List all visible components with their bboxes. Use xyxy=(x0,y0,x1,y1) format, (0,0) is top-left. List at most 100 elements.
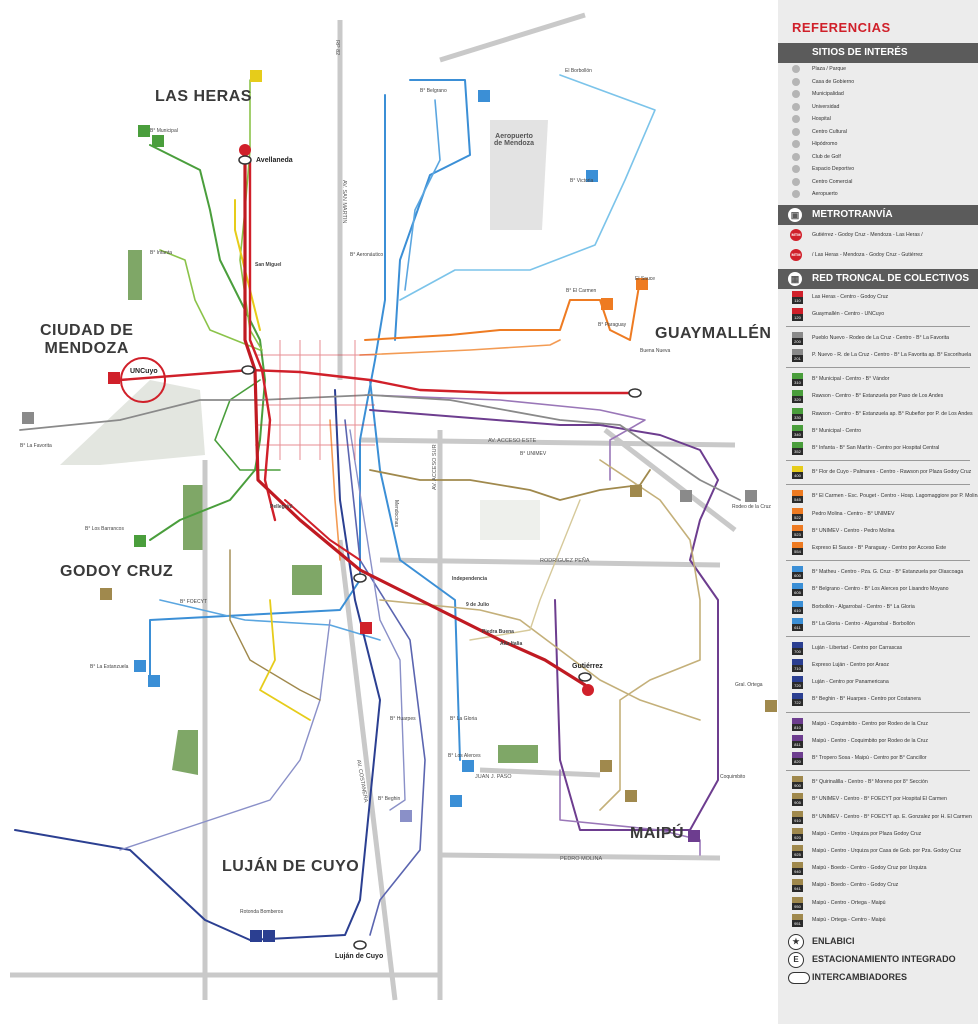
place-label: B° Infanta xyxy=(150,250,172,256)
route-swatch: 610 xyxy=(792,600,803,614)
route-code: 120 xyxy=(792,313,803,321)
transit-map[interactable]: AV. ACCESO ESTE RODRIGUEZ PEÑA PEDRO MOL… xyxy=(0,0,778,1024)
place-label: Coquimbito xyxy=(720,774,746,780)
interchange-marker[interactable] xyxy=(238,155,252,165)
route-item[interactable]: 201 P. Nuevo - R. de La Cruz - Centro - B… xyxy=(778,347,978,364)
route-label: Rawson - Centro - B° Estanzuela por Paso… xyxy=(812,393,944,400)
sitio-item: Hospital xyxy=(778,113,978,126)
interchange-marker[interactable] xyxy=(578,672,592,682)
route-label: B° UNIMEV - Centro - Pedro Molina xyxy=(812,527,895,534)
route-swatch: 310 xyxy=(792,373,803,387)
metro-station-gutierrez[interactable] xyxy=(582,684,594,696)
route-label: Maipú - Boedo - Centro - Godoy Cruz xyxy=(812,882,899,889)
place-label: B° FOECYT xyxy=(180,599,207,605)
route-code: 545 xyxy=(792,496,803,504)
interchange-marker[interactable] xyxy=(353,940,367,950)
place-label: B° La Estanzuela xyxy=(90,664,129,670)
route-code: 925 xyxy=(792,850,803,858)
interchange-marker[interactable] xyxy=(241,365,255,375)
route-swatch: 523 xyxy=(792,524,803,538)
route-item[interactable]: 610 Borbollón - Algarrobal - Centro - B° … xyxy=(778,599,978,616)
place-label: B° El Carmen xyxy=(566,288,597,294)
route-item[interactable]: 523 B° UNIMEV - Centro - Pedro Molina xyxy=(778,523,978,540)
sitio-icon xyxy=(792,115,800,123)
route-code: 610 xyxy=(792,606,803,614)
route-label: Borbollón - Algarrobal - Centro - B° La … xyxy=(812,603,915,610)
place-label: UNCuyo xyxy=(130,368,158,375)
route-badges[interactable] xyxy=(22,70,777,942)
sitio-item: Municipalidad xyxy=(778,88,978,101)
section-title: RED TRONCAL DE COLECTIVOS xyxy=(812,272,970,284)
route-code: 554 xyxy=(792,547,803,555)
region-maipu: MAIPÚ xyxy=(630,825,685,842)
interchange-icon xyxy=(788,972,810,984)
route-item[interactable]: 120 Guaymallén - Centro - UNCuyo xyxy=(778,306,978,323)
route-code: 905 xyxy=(792,799,803,807)
sitio-icon xyxy=(792,65,800,73)
road-label: RODRIGUEZ PEÑA xyxy=(540,557,590,564)
route-swatch: 710 xyxy=(792,659,803,673)
sitio-item: Club de Golf xyxy=(778,151,978,164)
place-label: B° Los Barrancos xyxy=(85,526,124,532)
road-label: RP 82 xyxy=(334,40,340,55)
sitio-label: Plaza / Parque xyxy=(812,66,847,72)
place-label: Mendocinas xyxy=(393,500,399,527)
route-label: Guaymallén - Centro - UNCuyo xyxy=(812,310,885,317)
route-label: P. Nuevo - R. de La Cruz - Centro - B° L… xyxy=(812,352,972,359)
route-swatch: 951 xyxy=(792,913,803,927)
interchange-marker[interactable] xyxy=(628,388,642,398)
place-label: Pellegrini xyxy=(270,504,293,510)
metro-badge: MTM xyxy=(790,228,802,241)
route-code: 310 xyxy=(792,379,803,387)
metro-label: / Las Heras - Mendoza - Godoy Cruz - Gut… xyxy=(812,251,923,258)
route-label: Las Heras - Centro - Godoy Cruz xyxy=(812,293,889,300)
route-swatch: 545 xyxy=(792,490,803,504)
route-code: 900 xyxy=(792,782,803,790)
interchange-marker[interactable] xyxy=(353,573,367,583)
bus-icon: ▦ xyxy=(788,271,802,286)
route-swatch: 600 xyxy=(792,566,803,580)
uncuyo-ring xyxy=(120,357,166,403)
metro-station-avellaneda[interactable] xyxy=(239,144,251,156)
park-area xyxy=(292,565,322,595)
place-label: B° Paraguay xyxy=(598,322,627,328)
route-swatch: 925 xyxy=(792,844,803,858)
metro-label: Gutiérrez - Godoy Cruz - Mendoza - Las H… xyxy=(812,231,923,238)
place-label: B° Los Alerces xyxy=(448,753,481,759)
road-label: JUAN J. PASO xyxy=(475,774,512,780)
place-label: Buena Nueva xyxy=(640,348,671,354)
place-label: Rodeo de la Cruz xyxy=(732,504,771,510)
route-swatch: 320 xyxy=(792,390,803,404)
route-swatch: 201 xyxy=(792,349,803,363)
route-item[interactable]: 320 Rawson - Centro - B° Estanzuela por P… xyxy=(778,388,978,405)
